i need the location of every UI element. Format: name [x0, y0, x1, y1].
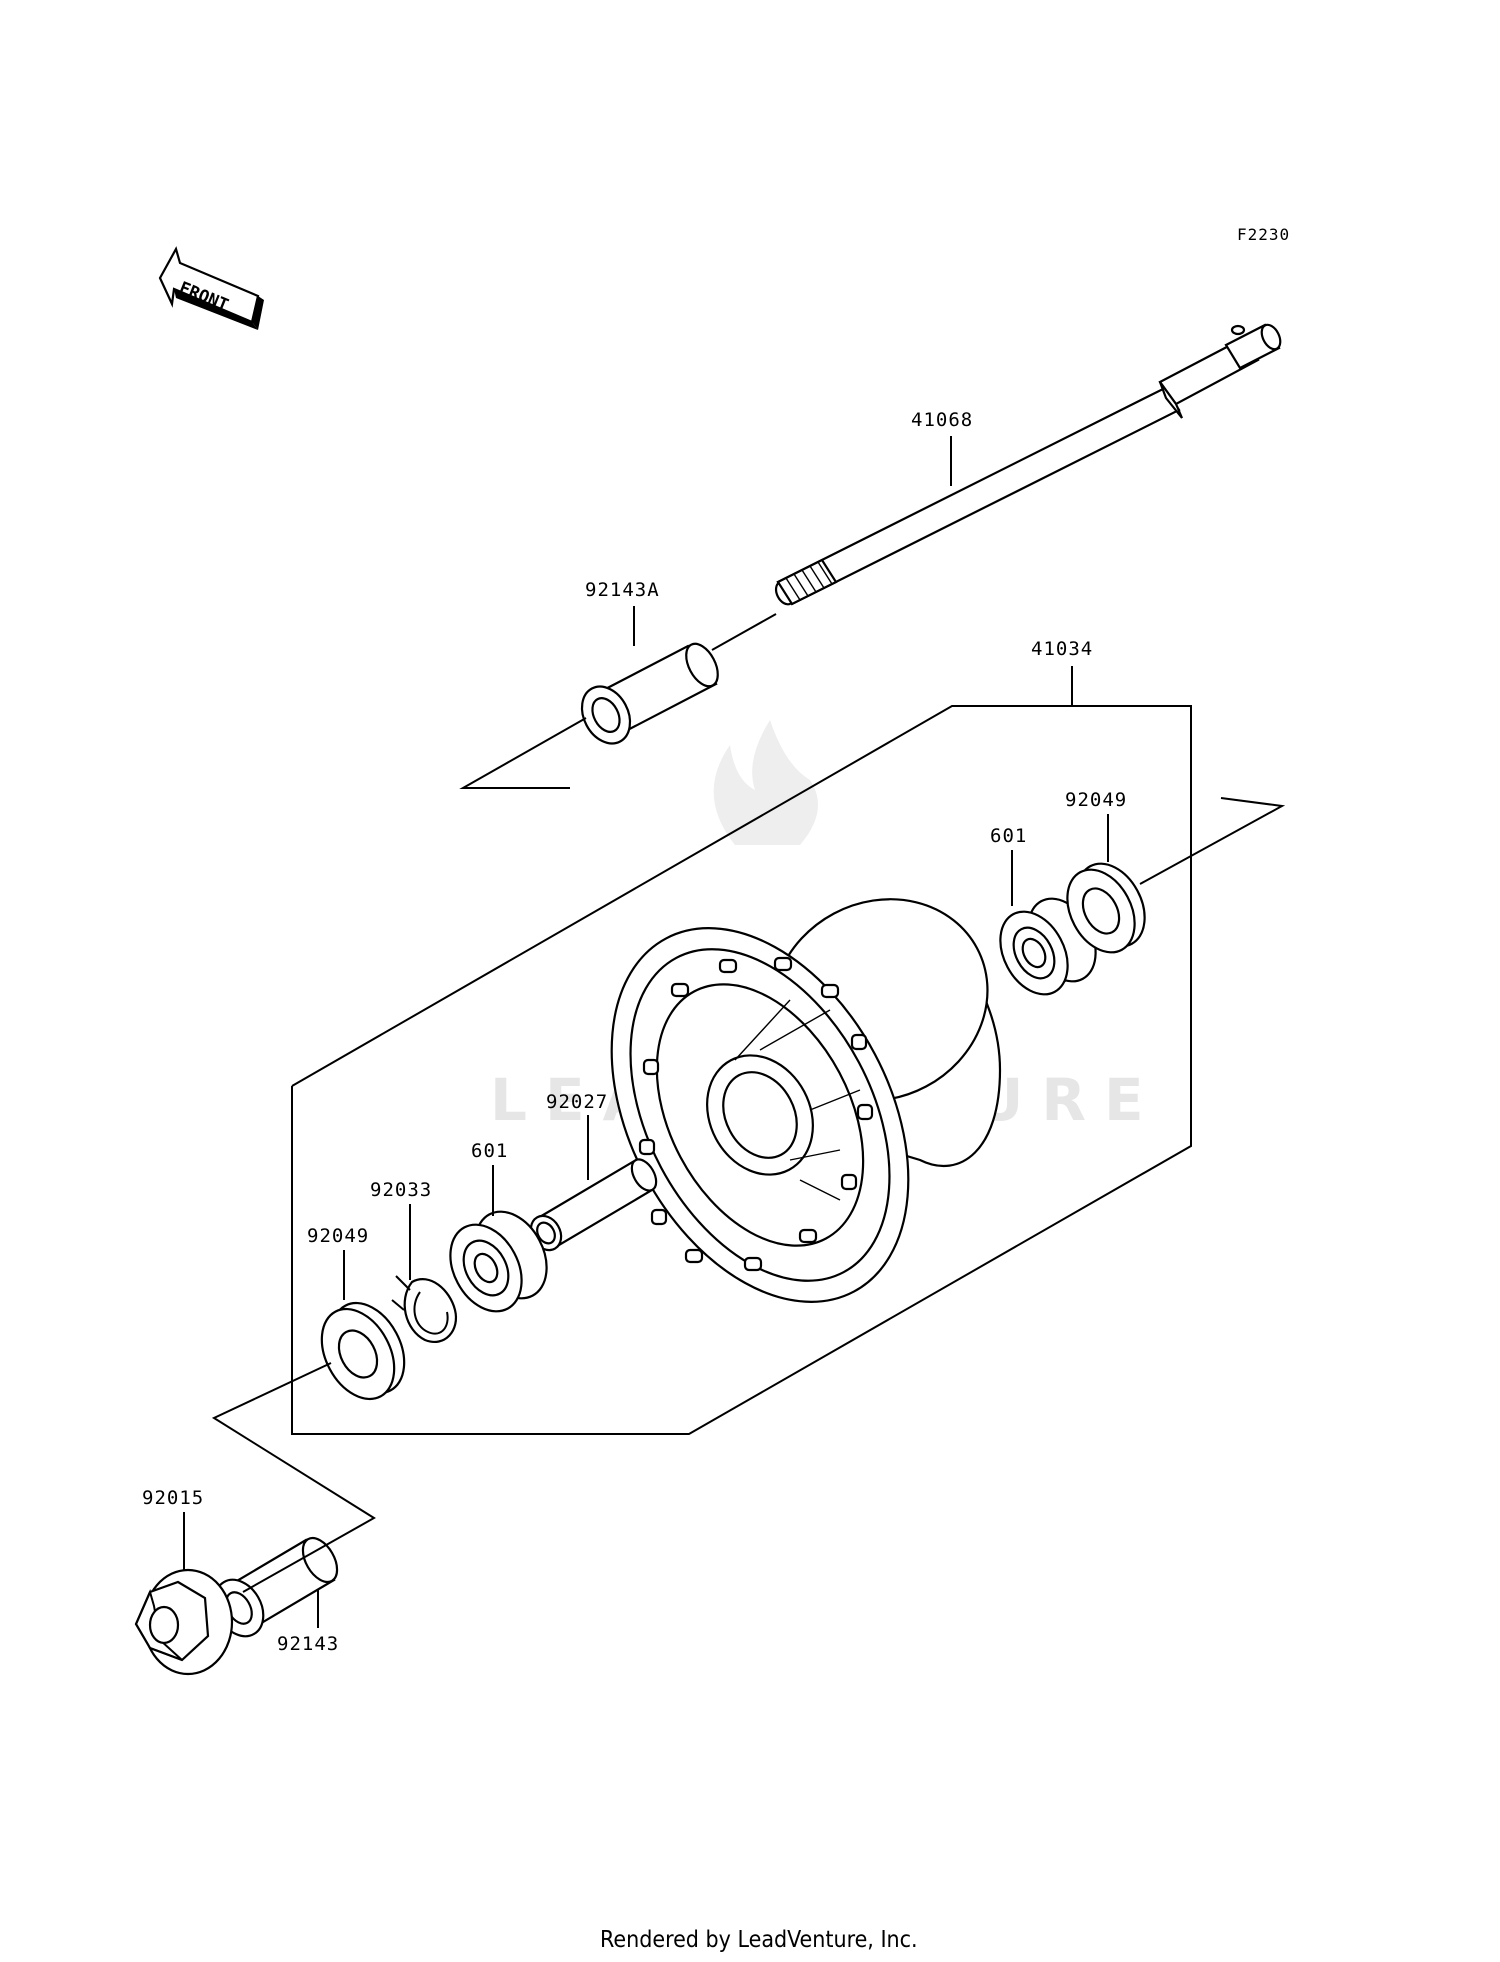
axle-centerline [211, 613, 1286, 1593]
label-601-left: 601 [471, 1140, 508, 1162]
label-92033: 92033 [370, 1179, 432, 1201]
label-41034: 41034 [1031, 638, 1093, 660]
assembly-frame [291, 705, 1192, 1435]
seal-right [1066, 862, 1146, 954]
circlip [391, 1275, 458, 1343]
label-92027: 92027 [546, 1091, 608, 1113]
axle [774, 323, 1282, 606]
label-601-right: 601 [990, 825, 1027, 847]
spacer-92143A [580, 642, 719, 745]
seal-left [320, 1301, 406, 1401]
spacer-92027 [529, 1158, 658, 1252]
label-92143: 92143 [277, 1633, 339, 1655]
axle-nut [134, 1568, 234, 1676]
leader-lines [183, 436, 1109, 1628]
wheel-hub [610, 898, 1002, 1303]
bearing-left [449, 1210, 548, 1313]
front-arrow-icon: FRONT [158, 246, 264, 330]
bearing-right [999, 897, 1097, 996]
label-41068: 41068 [911, 409, 973, 431]
label-92049-right: 92049 [1065, 789, 1127, 811]
diagram-code: F2230 [1237, 225, 1290, 244]
label-92143A: 92143A [585, 579, 660, 601]
label-92049-left: 92049 [307, 1225, 369, 1247]
footer-credit: Rendered by LeadVenture, Inc. [600, 1927, 918, 1953]
part-labels: 41068 92143A 41034 92049 601 92027 601 9… [142, 409, 1127, 1655]
label-92015: 92015 [142, 1487, 204, 1509]
